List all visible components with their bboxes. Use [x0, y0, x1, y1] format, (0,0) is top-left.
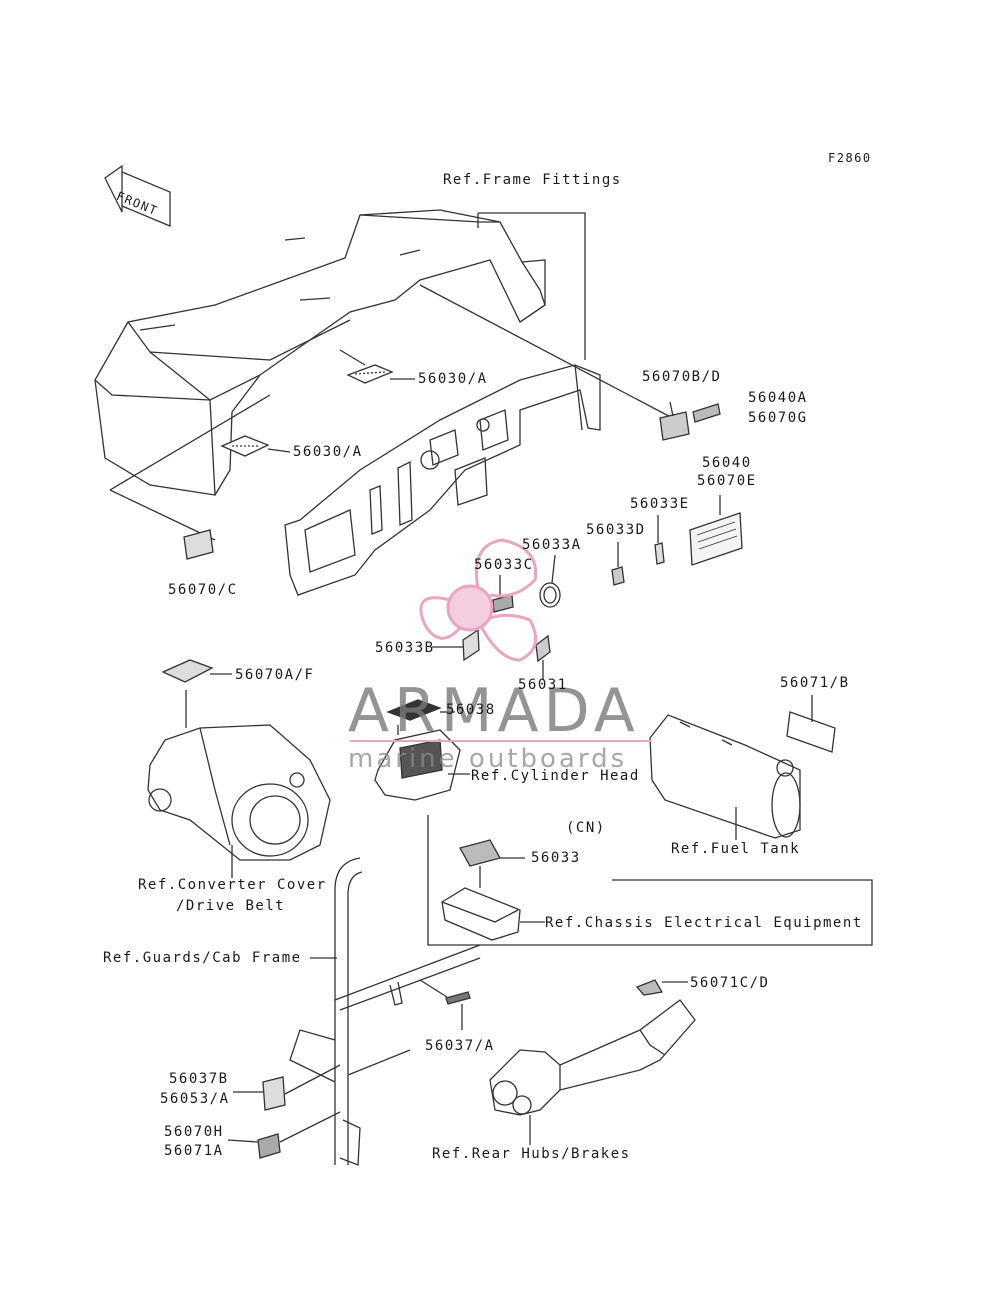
part-56071a: 56071A: [164, 1143, 224, 1159]
front-direction-arrow: [104, 164, 171, 227]
ref-converter-cover: Ref.Converter Cover: [138, 877, 327, 893]
part-56070af: 56070A/F: [235, 667, 315, 683]
chassis-electrical-drawing: [441, 839, 545, 941]
watermark-brand: ARMADA: [348, 676, 640, 746]
dash-panel-drawing: [284, 364, 601, 596]
ref-chassis-electrical: Ref.Chassis Electrical Equipment: [545, 915, 863, 931]
ref-drive-belt: /Drive Belt: [176, 898, 286, 914]
part-56040: 56040: [702, 455, 752, 471]
fuel-tank-drawing: [649, 695, 836, 840]
rear-hubs-drawing: [489, 979, 696, 1145]
part-56037b: 56037B: [169, 1071, 229, 1087]
part-56033: 56033: [531, 850, 581, 866]
part-56033d: 56033D: [586, 522, 646, 538]
part-56030a-mid: 56030/A: [293, 444, 363, 460]
ref-frame-fittings: Ref.Frame Fittings: [443, 172, 622, 188]
guards-frame-drawing: [289, 857, 481, 1166]
label-decal-56070bd: [659, 403, 721, 441]
ref-cylinder-head: Ref.Cylinder Head: [471, 768, 640, 784]
part-56033b: 56033B: [375, 640, 435, 656]
part-56040a: 56040A: [748, 390, 808, 406]
part-56038: 56038: [446, 702, 496, 718]
ref-rear-hubs-brakes: Ref.Rear Hubs/Brakes: [432, 1146, 631, 1162]
label-decal-56070c: [183, 529, 214, 560]
watermark-tagline: marine outboards: [348, 744, 628, 774]
part-56053a: 56053/A: [160, 1091, 230, 1107]
cab-body-drawing: [94, 209, 546, 496]
part-56033e: 56033E: [630, 496, 690, 512]
part-56033a: 56033A: [522, 537, 582, 553]
part-56070g: 56070G: [748, 410, 808, 426]
ref-guards-cab-frame: Ref.Guards/Cab Frame: [103, 950, 302, 966]
part-56071cd: 56071C/D: [690, 975, 770, 991]
part-56037a: 56037/A: [425, 1038, 495, 1054]
watermark-propeller-logo: [419, 538, 538, 662]
figure-code: F2860: [828, 151, 872, 165]
label-decal-56030-top: [346, 364, 394, 384]
part-56070e: 56070E: [697, 473, 757, 489]
part-56070bd: 56070B/D: [642, 369, 722, 385]
part-56033c: 56033C: [474, 557, 534, 573]
region-note: (CN): [566, 820, 606, 836]
cylinder-head-drawing: [374, 699, 873, 946]
part-56030a-top: 56030/A: [418, 371, 488, 387]
part-56071b: 56071/B: [780, 675, 850, 691]
ref-fuel-tank: Ref.Fuel Tank: [671, 841, 801, 857]
converter-cover-drawing: [147, 659, 331, 878]
part-56070h: 56070H: [164, 1124, 224, 1140]
part-56031: 56031: [518, 677, 568, 693]
part-56070c: 56070/C: [168, 582, 238, 598]
label-decal-56030-mid: [220, 435, 270, 457]
label-decal-56070e: [689, 512, 743, 566]
